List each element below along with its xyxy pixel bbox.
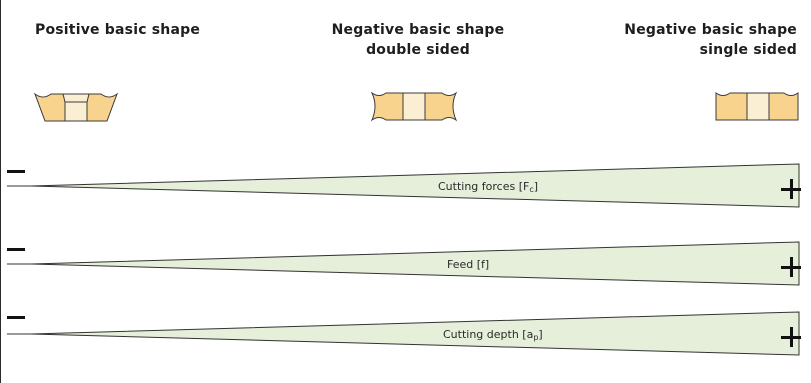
cutting-depth-wedge [1,310,811,356]
cutting-depth-label-text: Cutting depth [a [443,328,534,341]
minus-icon [7,170,25,173]
plus-icon [781,327,801,347]
feed-wedge [1,240,811,286]
negative-double-insert-illustration [370,90,458,123]
header-negative-double-line1: Negative basic shape [331,22,505,38]
plus-icon [781,257,801,277]
header-negative-single-line1: Negative basic shape [624,22,797,38]
cutting-forces-wedge [1,162,811,208]
cutting-forces-label-close: ] [533,180,539,193]
cutting-forces-label: Cutting forces [Fc] [438,180,538,194]
header-positive-line1: Positive basic shape [35,22,201,38]
minus-icon [7,316,25,319]
cutting-depth-label-sub: p [533,333,539,342]
cutting-forces-label-sub: c [529,185,534,194]
header-negative-double-line2: double sided [366,42,470,58]
feed-label-text: Feed [f] [447,258,490,271]
header-negative-double-sided: Negative basic shape double sided [313,20,523,60]
header-positive-basic-shape: Positive basic shape [35,20,200,40]
header-negative-single-sided: Negative basic shape single sided [624,20,797,60]
negative-single-insert-illustration [714,90,800,123]
plus-icon [781,179,801,199]
positive-insert-illustration [33,90,119,123]
cutting-depth-label: Cutting depth [ap] [443,328,543,342]
cutting-forces-label-text: Cutting forces [F [438,180,530,193]
cutting-depth-label-close: ] [538,328,543,341]
minus-icon [7,248,25,251]
feed-label: Feed [f] [447,258,489,271]
header-negative-single-line2: single sided [699,42,797,58]
